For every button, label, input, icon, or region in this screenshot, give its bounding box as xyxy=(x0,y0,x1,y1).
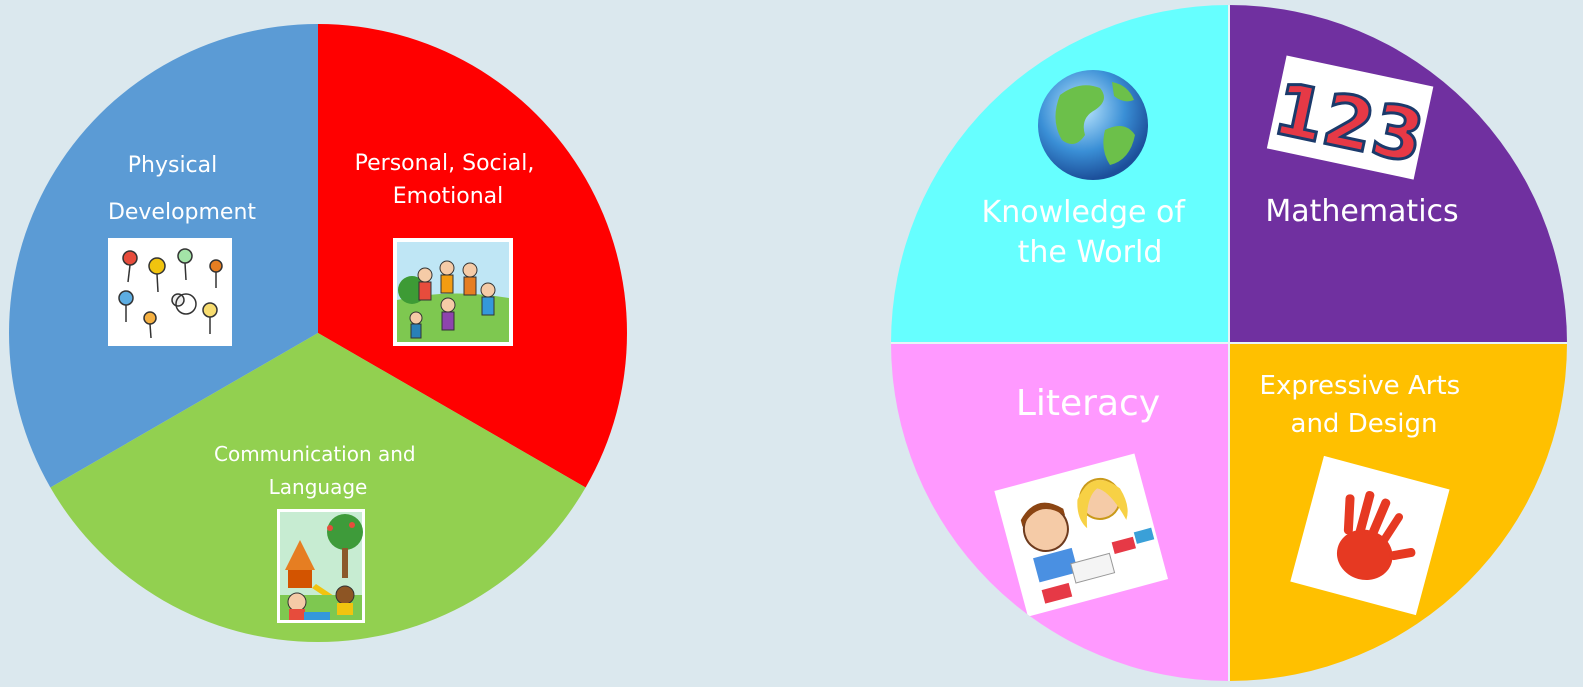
label-personal-social-emotional: Personal, Social, Emotional xyxy=(355,151,542,209)
label-line: Language xyxy=(269,475,368,499)
segment-communication-language xyxy=(50,333,586,642)
right-wheel: 123 xyxy=(891,5,1567,681)
playground-icon xyxy=(277,509,365,623)
label-line: Knowledge of xyxy=(982,195,1187,230)
label-line: the World xyxy=(1018,235,1163,270)
kids-playing-icon xyxy=(108,238,232,346)
children-group-icon xyxy=(393,238,513,346)
label-line: Personal, Social, xyxy=(355,151,535,176)
handprint-icon xyxy=(1290,455,1450,616)
label-line: Literacy xyxy=(1016,383,1160,424)
label-line: Development xyxy=(108,200,256,225)
label-physical-development: Physical Development xyxy=(108,153,256,225)
reading-children-icon xyxy=(994,453,1169,617)
label-line: Physical xyxy=(128,153,218,178)
label-communication-language: Communication and Language xyxy=(214,442,422,499)
label-line: Communication and xyxy=(214,442,416,466)
left-wheel: Physical Development Personal, Social, E… xyxy=(9,24,627,642)
label-literacy: Literacy xyxy=(1016,383,1160,424)
label-line: and Design xyxy=(1291,409,1438,439)
globe-icon xyxy=(1038,70,1148,180)
label-line: Emotional xyxy=(393,184,504,209)
segment-knowledge-of-the-world xyxy=(891,5,1229,343)
label-line: Expressive Arts xyxy=(1260,371,1461,401)
label-line: Mathematics xyxy=(1265,194,1458,229)
label-knowledge-of-the-world: Knowledge of the World xyxy=(982,195,1195,270)
label-mathematics: Mathematics xyxy=(1265,194,1458,229)
label-expressive-arts-and-design: Expressive Arts and Design xyxy=(1260,371,1469,439)
